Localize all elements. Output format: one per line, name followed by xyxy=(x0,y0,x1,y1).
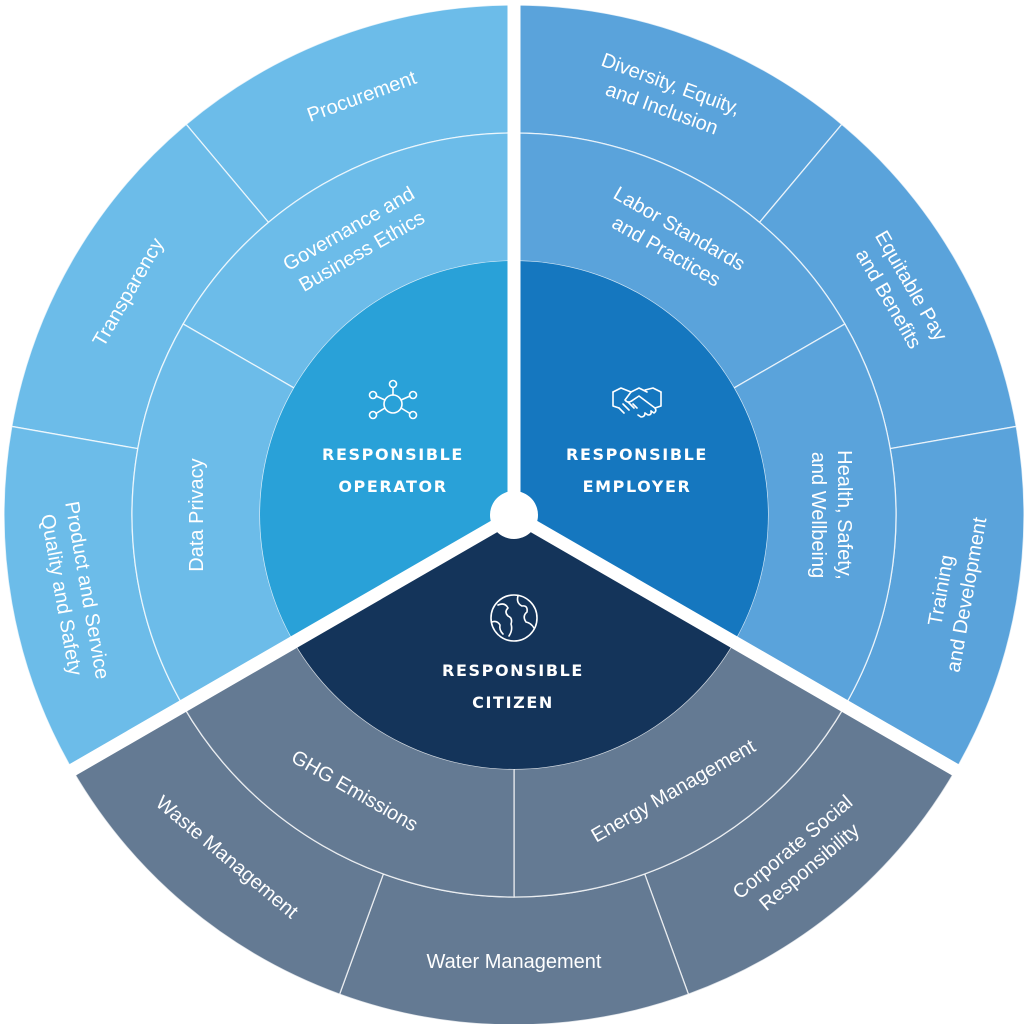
employer-title-line-2: EMPLOYER xyxy=(583,477,692,496)
citizen-core: RESPONSIBLE CITIZEN xyxy=(442,594,584,712)
pillar-citizen xyxy=(71,641,957,1024)
citizen-title-line-2: CITIZEN xyxy=(472,693,554,712)
center-hub xyxy=(490,491,538,539)
segment-label: Water Management xyxy=(427,951,602,973)
pillar-employer xyxy=(513,4,1024,771)
operator-core: RESPONSIBLE OPERATOR xyxy=(322,379,464,496)
globe-icon xyxy=(490,594,538,642)
pillar-separator xyxy=(63,509,518,779)
handshake-icon xyxy=(612,387,662,418)
operator-title-line-2: OPERATOR xyxy=(338,477,447,496)
segment-label: Health, Safety,and Wellbeing xyxy=(807,450,855,580)
pillar-separator xyxy=(510,509,965,779)
segment-label: Data Privacy xyxy=(186,458,208,571)
operator-title-line-1: RESPONSIBLE xyxy=(322,445,464,464)
wheel-rings xyxy=(3,4,1024,1024)
network-hub-icon xyxy=(368,379,418,420)
employer-core: RESPONSIBLE EMPLOYER xyxy=(566,387,708,496)
employer-title-line-1: RESPONSIBLE xyxy=(566,445,708,464)
pillar-operator xyxy=(3,4,515,771)
citizen-title-line-1: RESPONSIBLE xyxy=(442,661,584,680)
pillar-separators xyxy=(63,0,965,779)
